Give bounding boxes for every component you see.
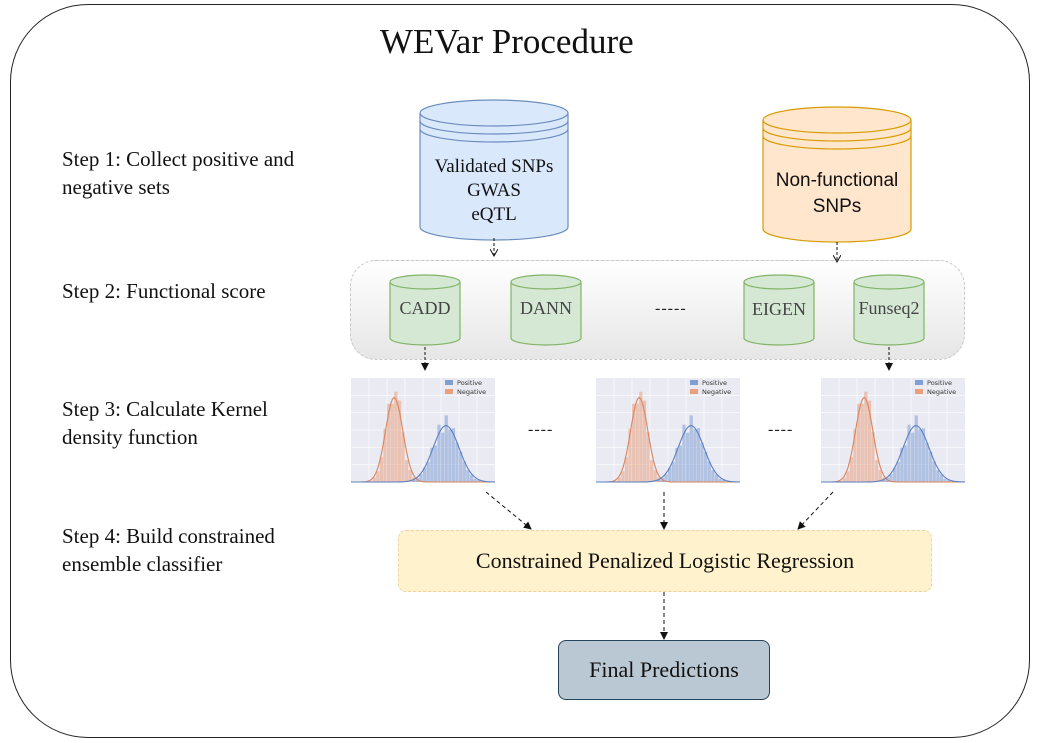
step-3-label: Step 3: Calculate Kernel density functio… [62,395,362,451]
kde-1-to-classifier-arrow [485,491,532,530]
positive-set-label: Validated SNPs GWAS eQTL [420,155,568,227]
kde-ellipsis-2: ---- [768,421,794,438]
classifier-label: Constrained Penalized Logistic Regressio… [475,548,855,573]
step-4-line-1: Step 4: Build constrained [62,524,275,548]
negative-set-label: Non-functional SNPs [763,168,911,220]
positive-set-line: eQTL [471,204,517,225]
step-4-line-2: ensemble classifier [62,552,223,576]
final-predictions-box: Final Predictions [558,640,770,700]
positive-set-database-icon [419,99,569,241]
outer-frame [10,4,1030,738]
step-1-line-1: Step 1: Collect positive and [62,147,295,171]
kde-ellipsis-1: ---- [528,421,554,438]
kde-3-to-classifier-arrow [797,491,834,530]
step-4-label: Step 4: Build constrained ensemble class… [62,522,362,578]
step-1-line-2: negative sets [62,175,170,199]
negative-set-database-icon [762,106,912,243]
eigen-cylinder-icon [743,274,815,346]
negative-set-line: Non-functional [775,170,899,191]
final-predictions-label: Final Predictions [589,657,739,682]
cadd-cylinder-icon [389,274,461,346]
legend-negative-label: Negative [457,388,486,396]
score-label-cadd: CADD [399,298,451,318]
step-3-line-2: density function [62,425,198,449]
negative-set-line: SNPs [812,196,862,217]
diagram-title: WEVar Procedure [380,22,634,61]
dann-cylinder-icon [510,274,582,346]
step-3-line-1: Step 3: Calculate Kernel [62,397,268,421]
score-label-funseq2: Funseq2 [858,298,920,318]
legend-positive-label: Positive [702,379,727,387]
score-ellipsis: ----- [655,300,687,317]
score-label-dann: DANN [520,298,572,318]
step-2-label: Step 2: Functional score [62,277,362,305]
positive-set-line: Validated SNPs [434,156,554,177]
legend-negative-label: Negative [702,388,731,396]
legend-negative-label: Negative [927,388,956,396]
funseq2-cylinder-icon [853,274,925,346]
classifier-box: Constrained Penalized Logistic Regressio… [398,530,932,592]
legend-positive-label: Positive [457,379,482,387]
step-1-label: Step 1: Collect positive and negative se… [62,145,362,201]
step-2-line-1: Step 2: Functional score [62,279,266,303]
positive-set-line: GWAS [467,180,521,201]
score-label-eigen: EIGEN [752,299,806,319]
legend-positive-label: Positive [927,379,952,387]
